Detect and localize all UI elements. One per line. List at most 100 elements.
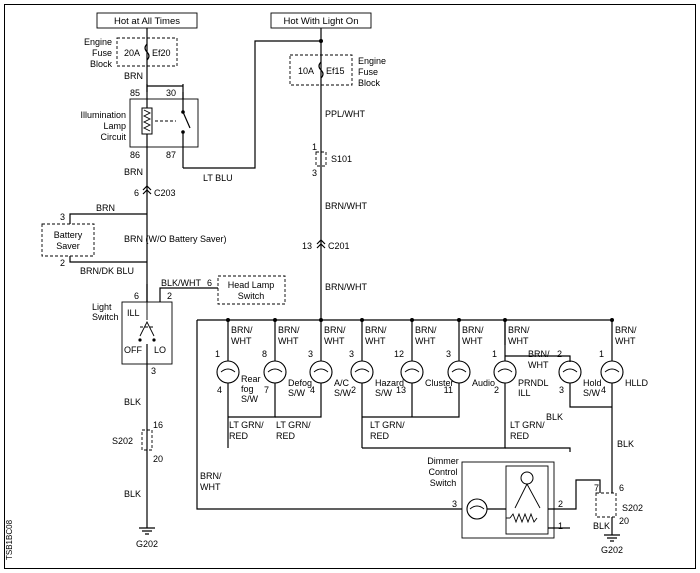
lamp-wire-label-wht: WHT — [324, 336, 345, 346]
wire-lt-grn-red-c — [361, 396, 460, 448]
bus-junction — [610, 318, 614, 322]
lamp-bottom-pin: 11 — [444, 385, 453, 395]
splice-s202-right-pin6: 6 — [619, 483, 624, 493]
lamp-label-line: S/W — [375, 388, 393, 398]
lamp-bottom-pin: 4 — [217, 385, 222, 395]
bus-junction — [457, 318, 461, 322]
ground-left-icon — [139, 527, 155, 535]
head-lamp-switch-box — [217, 275, 286, 305]
lamp-bulb-icon — [493, 360, 517, 384]
lamp-filament-icon — [562, 368, 578, 373]
lamp-filament-icon — [267, 368, 283, 373]
wire-label-wht-dimmer: WHT — [200, 482, 221, 492]
light-switch-label-1: Light — [92, 302, 112, 312]
fuse-ef15-name: Ef15 — [326, 66, 345, 76]
lamp-label-line: HLLD — [625, 378, 649, 388]
relay-pin-30: 30 — [166, 88, 176, 98]
splice-s101-pin1: 1 — [312, 142, 317, 152]
wire-lt-grn-red-b — [275, 396, 322, 418]
wire-label-lt-grn-3: LT GRN/ — [370, 420, 405, 430]
relay-switch-icon — [182, 111, 191, 129]
battery-saver-pin-3: 3 — [60, 212, 65, 222]
relay-pin-85: 85 — [130, 88, 140, 98]
lamp-bulb-icon — [350, 360, 374, 384]
fuse-ef20-box — [116, 37, 178, 67]
engine-fuse-block-left-1: Engine — [84, 37, 112, 47]
lamp-label-line: ILL — [518, 388, 531, 398]
lamp-wire-label-brn: BRN/ — [365, 325, 387, 335]
illumination-label-2: Lamp — [103, 121, 126, 131]
battery-saver-label-1: Battery — [54, 230, 83, 240]
splice-s101-box — [315, 151, 327, 167]
dimmer-pin-1: 1 — [558, 521, 563, 531]
connector-c203-icon — [142, 185, 152, 195]
lamp-label-line: PRNDL — [518, 378, 549, 388]
connector-c203-pin: 6 — [134, 188, 139, 198]
wire-label-brn-2: BRN — [124, 167, 143, 177]
lamp-label-line: S/W — [241, 394, 259, 404]
lamp-filament-icon — [451, 368, 467, 373]
light-switch-pin-6: 6 — [134, 291, 139, 301]
engine-fuse-block-right-2: Fuse — [358, 67, 378, 77]
wire-label-lt-grn-1: LT GRN/ — [229, 420, 264, 430]
head-lamp-switch-pin-6: 6 — [207, 278, 212, 288]
splice-s101-pin3: 3 — [312, 168, 317, 178]
lamp-label-line: S/W — [583, 388, 601, 398]
lamp-wire-label-brn: BRN/ — [324, 325, 346, 335]
lamp-bulb-icon — [447, 360, 471, 384]
fuse-ef15-box — [289, 54, 353, 86]
wire-label-brn-hold: BRN/ — [528, 349, 550, 359]
engine-fuse-block-right-3: Block — [358, 78, 381, 88]
lamp-wire-label-wht: WHT — [415, 336, 436, 346]
lamp-top-pin: 8 — [262, 349, 267, 359]
lamp-wire-label-brn: BRN/ — [278, 325, 300, 335]
fuse-ef20-amp: 20A — [124, 48, 140, 58]
lamp-bulb-icon — [216, 360, 240, 384]
lamp-label-line: Rear — [241, 374, 261, 384]
splice-s202-left-box — [141, 429, 153, 451]
wire-label-blk-1: BLK — [124, 397, 141, 407]
wire-lt-grn-red-e — [505, 447, 571, 452]
engine-fuse-block-right-1: Engine — [358, 56, 386, 66]
hot-at-all-times-label: Hot at All Times — [114, 16, 180, 27]
figure-code: TSB1BC08 — [5, 519, 14, 560]
wire-label-lt-blu: LT BLU — [203, 173, 233, 183]
lamp-wire-label-wht: WHT — [508, 336, 529, 346]
bus-junction — [319, 318, 323, 322]
illumination-relay-box — [129, 98, 199, 148]
hot-with-light-on-label: Hot With Light On — [284, 16, 359, 27]
lamp-label-line: Cluster — [425, 378, 454, 388]
lamp-label-line: fog — [241, 384, 254, 394]
illumination-label-3: Circuit — [100, 132, 126, 142]
wire-label-brn-wht-2: BRN/WHT — [325, 282, 367, 292]
bus-junction — [410, 318, 414, 322]
connector-c201-icon — [316, 239, 326, 249]
dimmer-label-2: Control — [428, 467, 457, 477]
wire-label-red-1: RED — [229, 431, 249, 441]
wire-blk-wht — [159, 287, 218, 302]
ground-right-icon — [604, 534, 620, 542]
head-lamp-switch-label-1: Head Lamp — [228, 280, 275, 290]
wire-label-brn-wht-1: BRN/WHT — [325, 201, 367, 211]
fuse-ef20-name: Ef20 — [152, 48, 171, 58]
lamp-filament-icon — [354, 368, 370, 373]
wire-label-brn-wo-saver: BRN (W/O Battery Saver) — [124, 234, 227, 244]
lamp-top-pin: 3 — [349, 349, 354, 359]
lamp-bottom-pin: 7 — [264, 385, 269, 395]
light-switch-label-2: Switch — [92, 312, 119, 322]
lamp-bulb-icon — [400, 360, 424, 384]
wire-battery-saver-top — [69, 213, 147, 224]
lamp-top-pin: 3 — [446, 349, 451, 359]
lamp-wire-label-brn: BRN/ — [415, 325, 437, 335]
fuse-ef20-icon — [144, 43, 150, 61]
wire-label-brn-slash-dimmer: BRN/ — [200, 471, 222, 481]
diagram-border — [4, 4, 696, 569]
lamp-wire-label-wht: WHT — [615, 336, 636, 346]
lamp-bottom-pin: 2 — [494, 385, 499, 395]
dimmer-rheostat-icon — [509, 512, 538, 524]
lamp-filament-icon — [497, 368, 513, 373]
